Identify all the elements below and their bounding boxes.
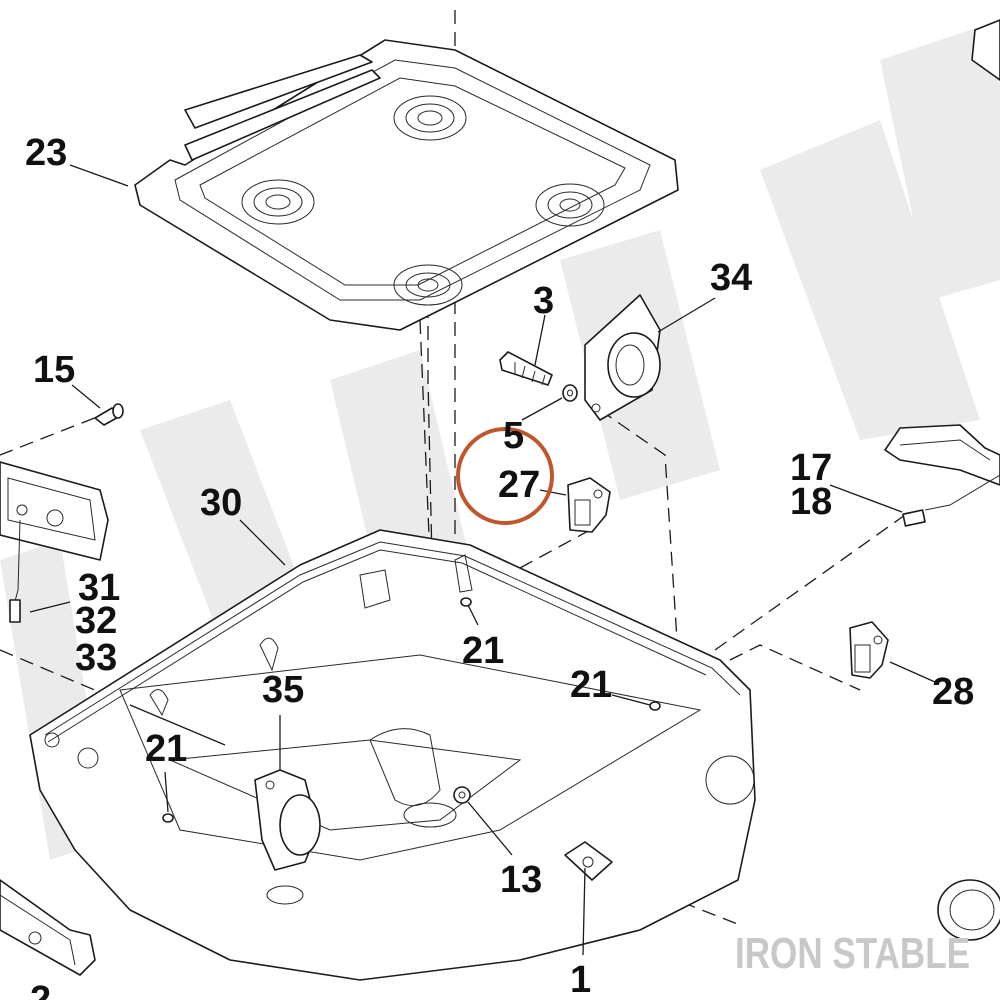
part-23-tray xyxy=(134,39,679,331)
callout-2: 2 xyxy=(30,979,51,1000)
callout-28: 28 xyxy=(932,671,974,713)
part-13-grommet xyxy=(453,786,471,804)
callout-35: 35 xyxy=(262,669,304,711)
leader-lines xyxy=(29,164,936,956)
callout-15: 15 xyxy=(33,349,75,391)
part-31-light-module xyxy=(0,461,109,623)
part-1-plate xyxy=(564,841,613,881)
callout-21-top: 21 xyxy=(462,630,504,672)
callout-23: 23 xyxy=(25,132,67,174)
part-17-cable-assembly xyxy=(884,424,1000,527)
part-30-trunk-body xyxy=(29,529,756,981)
callout-33: 33 xyxy=(75,637,117,679)
part-28-hinge-bracket xyxy=(849,621,889,679)
callout-21-right: 21 xyxy=(570,664,612,706)
part-34-socket-mount xyxy=(584,294,661,421)
part-5-washer xyxy=(562,384,578,402)
callout-5: 5 xyxy=(503,415,524,457)
callout-1: 1 xyxy=(570,959,591,1000)
part-21-screws xyxy=(162,597,661,823)
part-27-hinge-bracket xyxy=(567,477,611,533)
callout-labels: 23 3 34 15 5 27 17 18 30 31 32 33 21 21 … xyxy=(25,132,974,1005)
callout-17: 17 xyxy=(790,447,832,489)
callout-27: 27 xyxy=(498,464,540,506)
callout-30: 30 xyxy=(200,482,242,524)
brand-watermark: IRON STABLE xyxy=(735,929,970,978)
part-2-lamp-bar xyxy=(0,879,96,976)
callout-34: 34 xyxy=(710,257,752,299)
top-right-corner-part xyxy=(971,19,1000,81)
part-15-screw xyxy=(94,403,124,426)
part-35-socket xyxy=(254,769,321,871)
callout-21-left: 21 xyxy=(145,728,187,770)
callout-31: 31 xyxy=(78,567,120,609)
callout-13: 13 xyxy=(500,859,542,901)
highlight-circle xyxy=(456,427,554,525)
ring-part xyxy=(937,879,1000,941)
callout-32: 32 xyxy=(75,600,117,642)
callout-18: 18 xyxy=(790,481,832,523)
callout-3: 3 xyxy=(533,280,554,322)
part-3-bolt xyxy=(499,351,553,386)
